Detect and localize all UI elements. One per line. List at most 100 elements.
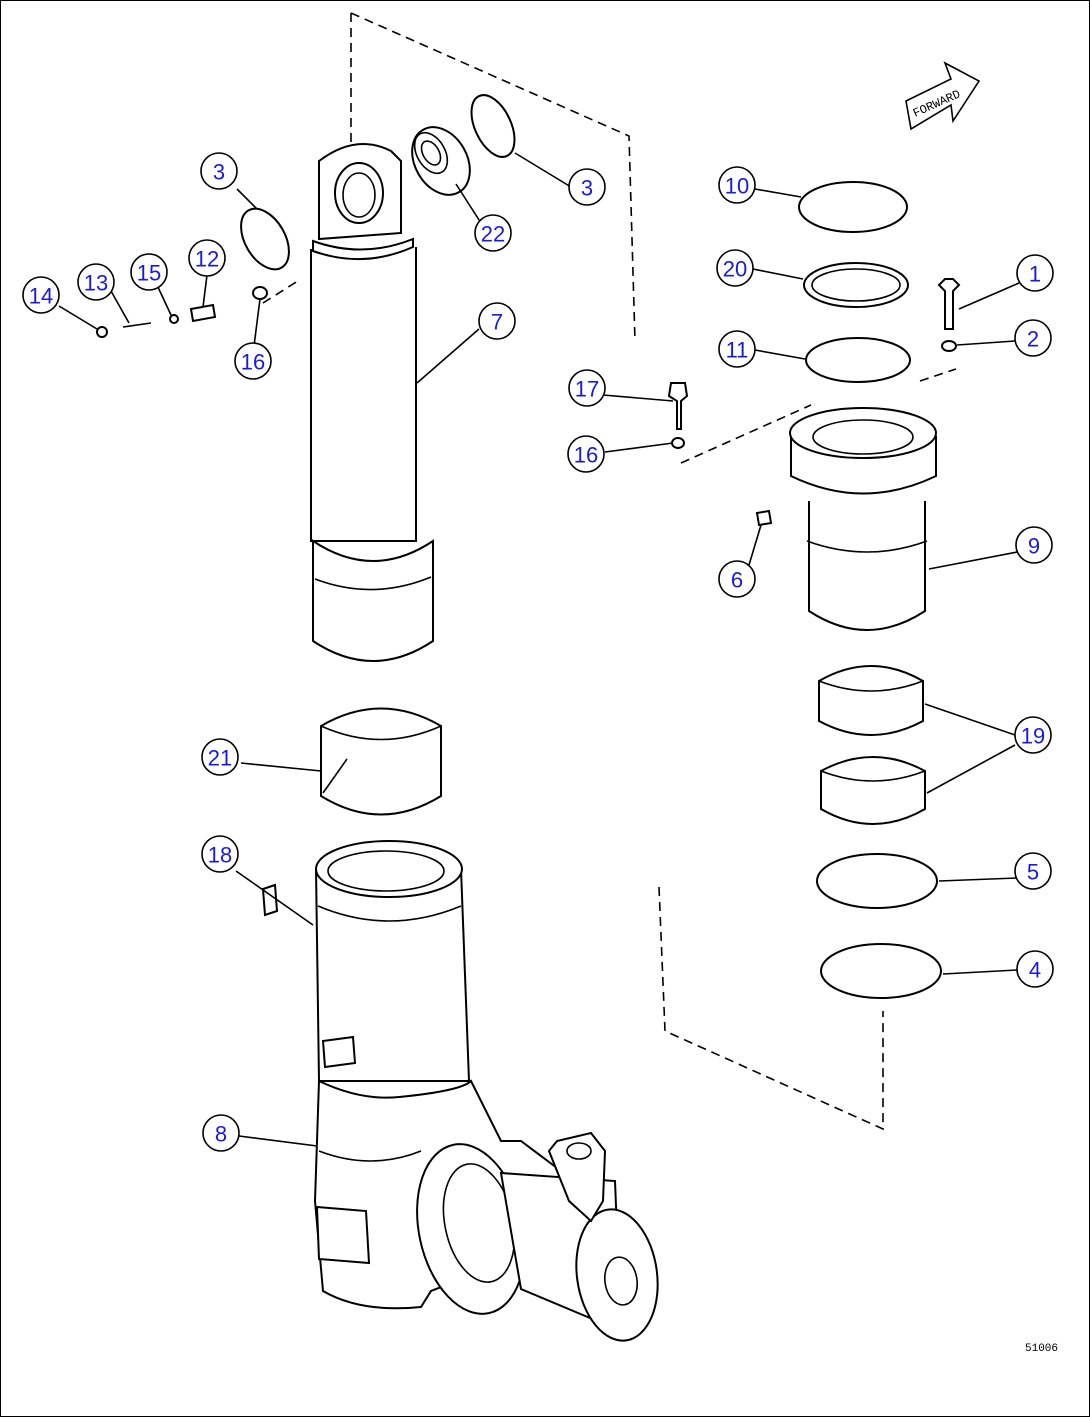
housing-part-9 xyxy=(789,407,937,631)
cap-part-14 xyxy=(96,326,108,338)
callout-label: 1 xyxy=(1029,262,1041,287)
callout-label: 22 xyxy=(481,222,505,247)
callout-c17: 17 xyxy=(568,369,606,407)
callout-circle xyxy=(478,302,516,340)
callout-label: 11 xyxy=(726,338,749,363)
callout-circle xyxy=(1015,526,1053,564)
callout-label: 6 xyxy=(731,568,743,593)
snap-ring-3-right xyxy=(470,94,516,158)
callout-label: 14 xyxy=(29,284,53,309)
callout-c9: 9 xyxy=(1015,526,1053,564)
o-ring-part-5 xyxy=(816,853,938,909)
callout-label: 19 xyxy=(1021,724,1045,749)
snap-ring-3-left xyxy=(240,207,290,271)
seal-part-20 xyxy=(803,262,909,308)
callout-circle xyxy=(1014,716,1052,754)
callout-label: 16 xyxy=(241,350,265,375)
callout-circle xyxy=(201,738,239,776)
callout-circle xyxy=(234,342,272,380)
callout-label: 15 xyxy=(137,261,161,286)
callout-circle xyxy=(188,239,226,277)
callout-c3b: 3 xyxy=(568,168,606,206)
callout-c1: 1 xyxy=(1016,254,1054,292)
callout-label: 3 xyxy=(213,160,225,185)
callout-c20: 20 xyxy=(716,249,754,287)
assembly-dashed-lines xyxy=(262,12,957,1131)
callout-c11: 11 xyxy=(718,330,756,368)
callout-circle xyxy=(201,835,239,873)
leader-lines xyxy=(58,152,1020,1147)
seal-part-10 xyxy=(798,181,908,233)
callout-label: 4 xyxy=(1029,958,1041,983)
callout-c18: 18 xyxy=(201,835,239,873)
callout-label: 16 xyxy=(574,443,598,468)
callout-circle xyxy=(1014,319,1052,357)
callout-circle xyxy=(1016,950,1054,988)
callout-c22: 22 xyxy=(474,214,512,252)
callout-label: 9 xyxy=(1028,534,1040,559)
callout-label: 20 xyxy=(723,257,747,282)
callout-circle xyxy=(1016,254,1054,292)
callout-label: 18 xyxy=(208,843,232,868)
callout-circle xyxy=(77,263,115,301)
callout-c16a: 16 xyxy=(234,342,272,380)
knuckle-housing-part-8 xyxy=(313,840,659,1342)
callout-circle xyxy=(22,276,60,314)
callout-c5: 5 xyxy=(1014,852,1052,890)
washer-part-2 xyxy=(941,340,957,352)
callout-circle xyxy=(474,214,512,252)
callout-c2: 2 xyxy=(1014,319,1052,357)
callout-c8: 8 xyxy=(202,1114,240,1152)
o-ring-part-15 xyxy=(169,314,179,324)
callout-circle xyxy=(718,560,756,598)
callout-circle xyxy=(568,168,606,206)
plug-part-6 xyxy=(755,509,773,527)
forward-label: FORWARD xyxy=(911,87,963,120)
o-ring-part-4 xyxy=(820,943,942,999)
callout-c6: 6 xyxy=(718,560,756,598)
callout-label: 8 xyxy=(215,1122,227,1147)
bushing-part-22 xyxy=(411,126,471,196)
callout-c10: 10 xyxy=(718,166,756,204)
callout-circle xyxy=(567,435,605,473)
callout-label: 5 xyxy=(1027,860,1039,885)
callout-circle xyxy=(718,166,756,204)
callout-circle xyxy=(202,1114,240,1152)
callout-label: 21 xyxy=(208,746,232,771)
callout-c7: 7 xyxy=(478,302,516,340)
callout-circle xyxy=(130,253,168,291)
washer-part-16-b xyxy=(671,437,685,449)
callout-c15: 15 xyxy=(130,253,168,291)
callout-circle xyxy=(716,249,754,287)
forward-arrow: FORWARD xyxy=(905,61,981,131)
callout-c14: 14 xyxy=(22,276,60,314)
callout-label: 10 xyxy=(725,174,749,199)
callout-label: 12 xyxy=(195,247,219,272)
cylinder-tube-part-7 xyxy=(310,142,434,662)
callout-c16b: 16 xyxy=(567,435,605,473)
grease-fitting-parts xyxy=(96,286,268,338)
drawing-code: 51006 xyxy=(1025,1343,1058,1355)
callout-c21: 21 xyxy=(201,738,239,776)
callout-circle xyxy=(200,152,238,190)
spacer-part-21 xyxy=(320,707,442,816)
callout-label: 17 xyxy=(575,377,599,402)
callout-c4: 4 xyxy=(1016,950,1054,988)
seal-part-11 xyxy=(805,337,911,383)
fitting-part-12 xyxy=(189,303,217,323)
callout-circle xyxy=(718,330,756,368)
callout-c3a: 3 xyxy=(200,152,238,190)
callout-label: 13 xyxy=(84,271,108,296)
callout-c13: 13 xyxy=(77,263,115,301)
callout-c19: 19 xyxy=(1014,716,1052,754)
bolt-part-1 xyxy=(937,278,961,330)
callout-circle xyxy=(1014,852,1052,890)
fitting-part-13 xyxy=(122,322,152,328)
callout-label: 7 xyxy=(491,310,503,335)
washer-part-16 xyxy=(252,286,268,300)
callout-c12: 12 xyxy=(188,239,226,277)
plate-part-18 xyxy=(261,883,279,917)
